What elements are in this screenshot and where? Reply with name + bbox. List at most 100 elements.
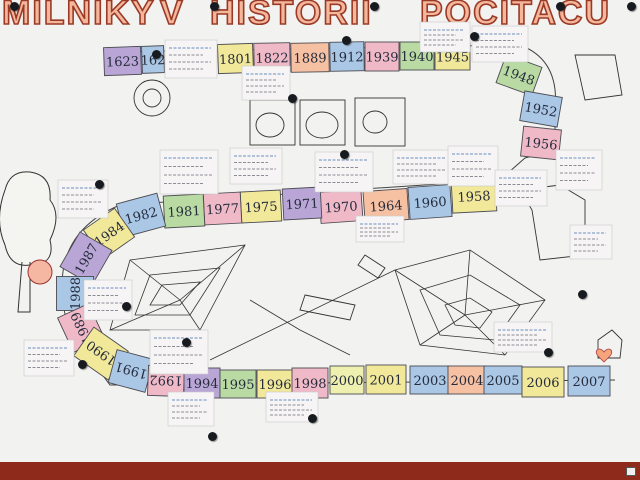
year-tile-box — [521, 366, 565, 398]
year-tile: 1958 — [450, 178, 498, 214]
year-label: 1981 — [167, 204, 201, 221]
year-tile-box — [483, 365, 523, 395]
note-paper — [392, 149, 452, 185]
year-label: 1970 — [324, 199, 358, 216]
year-label: 1912 — [330, 50, 363, 66]
year-label: 1945 — [436, 51, 469, 66]
year-tile: 2006 — [521, 366, 565, 398]
note-paper — [241, 65, 291, 101]
handwritten-note — [164, 39, 218, 79]
year-tile: 1975 — [239, 189, 283, 224]
pushpin — [342, 36, 351, 45]
year-tile: 2003 — [409, 365, 451, 395]
heart-drawing — [595, 348, 613, 363]
handwritten-note — [229, 147, 283, 185]
title-word-3: HISTORII — [209, 0, 373, 33]
pushpin — [370, 2, 379, 11]
handwritten-note — [447, 145, 499, 187]
year-tile: 1960 — [407, 184, 453, 220]
note-paper — [447, 145, 499, 187]
year-label: 2004 — [450, 374, 483, 389]
year-tile: 1991 — [107, 349, 155, 393]
year-tile: 2000 — [329, 365, 365, 395]
handwritten-note — [392, 149, 452, 185]
title-word-1: MILNIKY — [1, 0, 156, 33]
pushpin — [208, 432, 217, 441]
year-tile-box — [407, 184, 453, 220]
corner-marker — [626, 467, 636, 476]
pushpin — [340, 150, 349, 159]
pushpin — [210, 2, 219, 11]
note-paper — [164, 39, 218, 79]
year-label: 1988 — [69, 277, 84, 310]
year-label: 1956 — [524, 135, 558, 153]
note-paper — [229, 147, 283, 185]
note-paper — [23, 339, 75, 377]
note-paper — [167, 391, 215, 427]
year-label: 2000 — [330, 374, 363, 389]
year-tile: 2005 — [483, 365, 523, 395]
title-word-2: V — [159, 0, 185, 33]
tree-drawing — [0, 171, 57, 313]
note-paper — [149, 329, 209, 375]
pushpin — [122, 302, 131, 311]
pushpin — [578, 290, 587, 299]
handwritten-note — [149, 329, 209, 375]
poster-bottom-edge — [0, 462, 640, 480]
year-tile: 1889 — [290, 42, 330, 73]
year-label: 1996 — [258, 378, 291, 393]
year-label: 1977 — [206, 202, 240, 219]
year-tile: 1987 — [59, 231, 113, 286]
year-tile-box — [329, 365, 365, 395]
handwritten-note — [241, 65, 291, 101]
year-tile: 1971 — [281, 186, 323, 221]
year-tile-box — [567, 365, 611, 397]
year-label: 1801 — [219, 52, 253, 68]
pushpin — [627, 2, 636, 11]
pushpin — [288, 94, 297, 103]
handwritten-note — [419, 21, 471, 53]
handwritten-note — [471, 25, 529, 63]
year-tile: 2007 — [567, 365, 611, 397]
year-label: 1994 — [185, 377, 218, 392]
year-tile: 1822 — [253, 42, 291, 73]
year-label: 2005 — [486, 374, 519, 389]
note-paper — [493, 321, 553, 353]
year-tile-box — [281, 186, 323, 221]
year-label: 1623 — [106, 54, 140, 70]
year-tile-box — [103, 45, 142, 77]
year-tile-box — [520, 125, 562, 161]
year-tile: 2001 — [365, 364, 407, 395]
year-label: 1822 — [255, 51, 288, 67]
pushpin — [544, 348, 553, 357]
year-label: 1939 — [365, 51, 398, 66]
note-paper — [494, 169, 548, 207]
note-paper — [159, 149, 219, 195]
year-label: 1940 — [400, 50, 433, 65]
year-tile: 1995 — [219, 369, 257, 399]
year-tile: 1948 — [495, 53, 543, 97]
year-tile-box — [519, 90, 563, 128]
handwritten-note — [555, 149, 603, 191]
note-paper — [471, 25, 529, 63]
pushpin — [152, 50, 161, 59]
handwritten-note — [355, 215, 405, 243]
year-tile-box — [162, 193, 206, 229]
year-tile: 1952 — [519, 90, 563, 128]
year-label: 1995 — [221, 378, 254, 393]
note-paper — [355, 215, 405, 243]
year-label: 1975 — [244, 200, 278, 217]
year-label: 2003 — [413, 374, 446, 389]
year-label: 1998 — [293, 377, 326, 392]
year-tile: 2004 — [447, 365, 487, 395]
year-label: 1971 — [285, 197, 319, 214]
year-tile-box — [219, 369, 257, 399]
sticky-notes — [23, 21, 613, 427]
year-tile-box — [59, 231, 113, 286]
year-tile: 1912 — [329, 41, 365, 72]
year-tile-box — [365, 364, 407, 395]
pushpin — [78, 360, 87, 369]
year-label: 1958 — [457, 189, 491, 206]
